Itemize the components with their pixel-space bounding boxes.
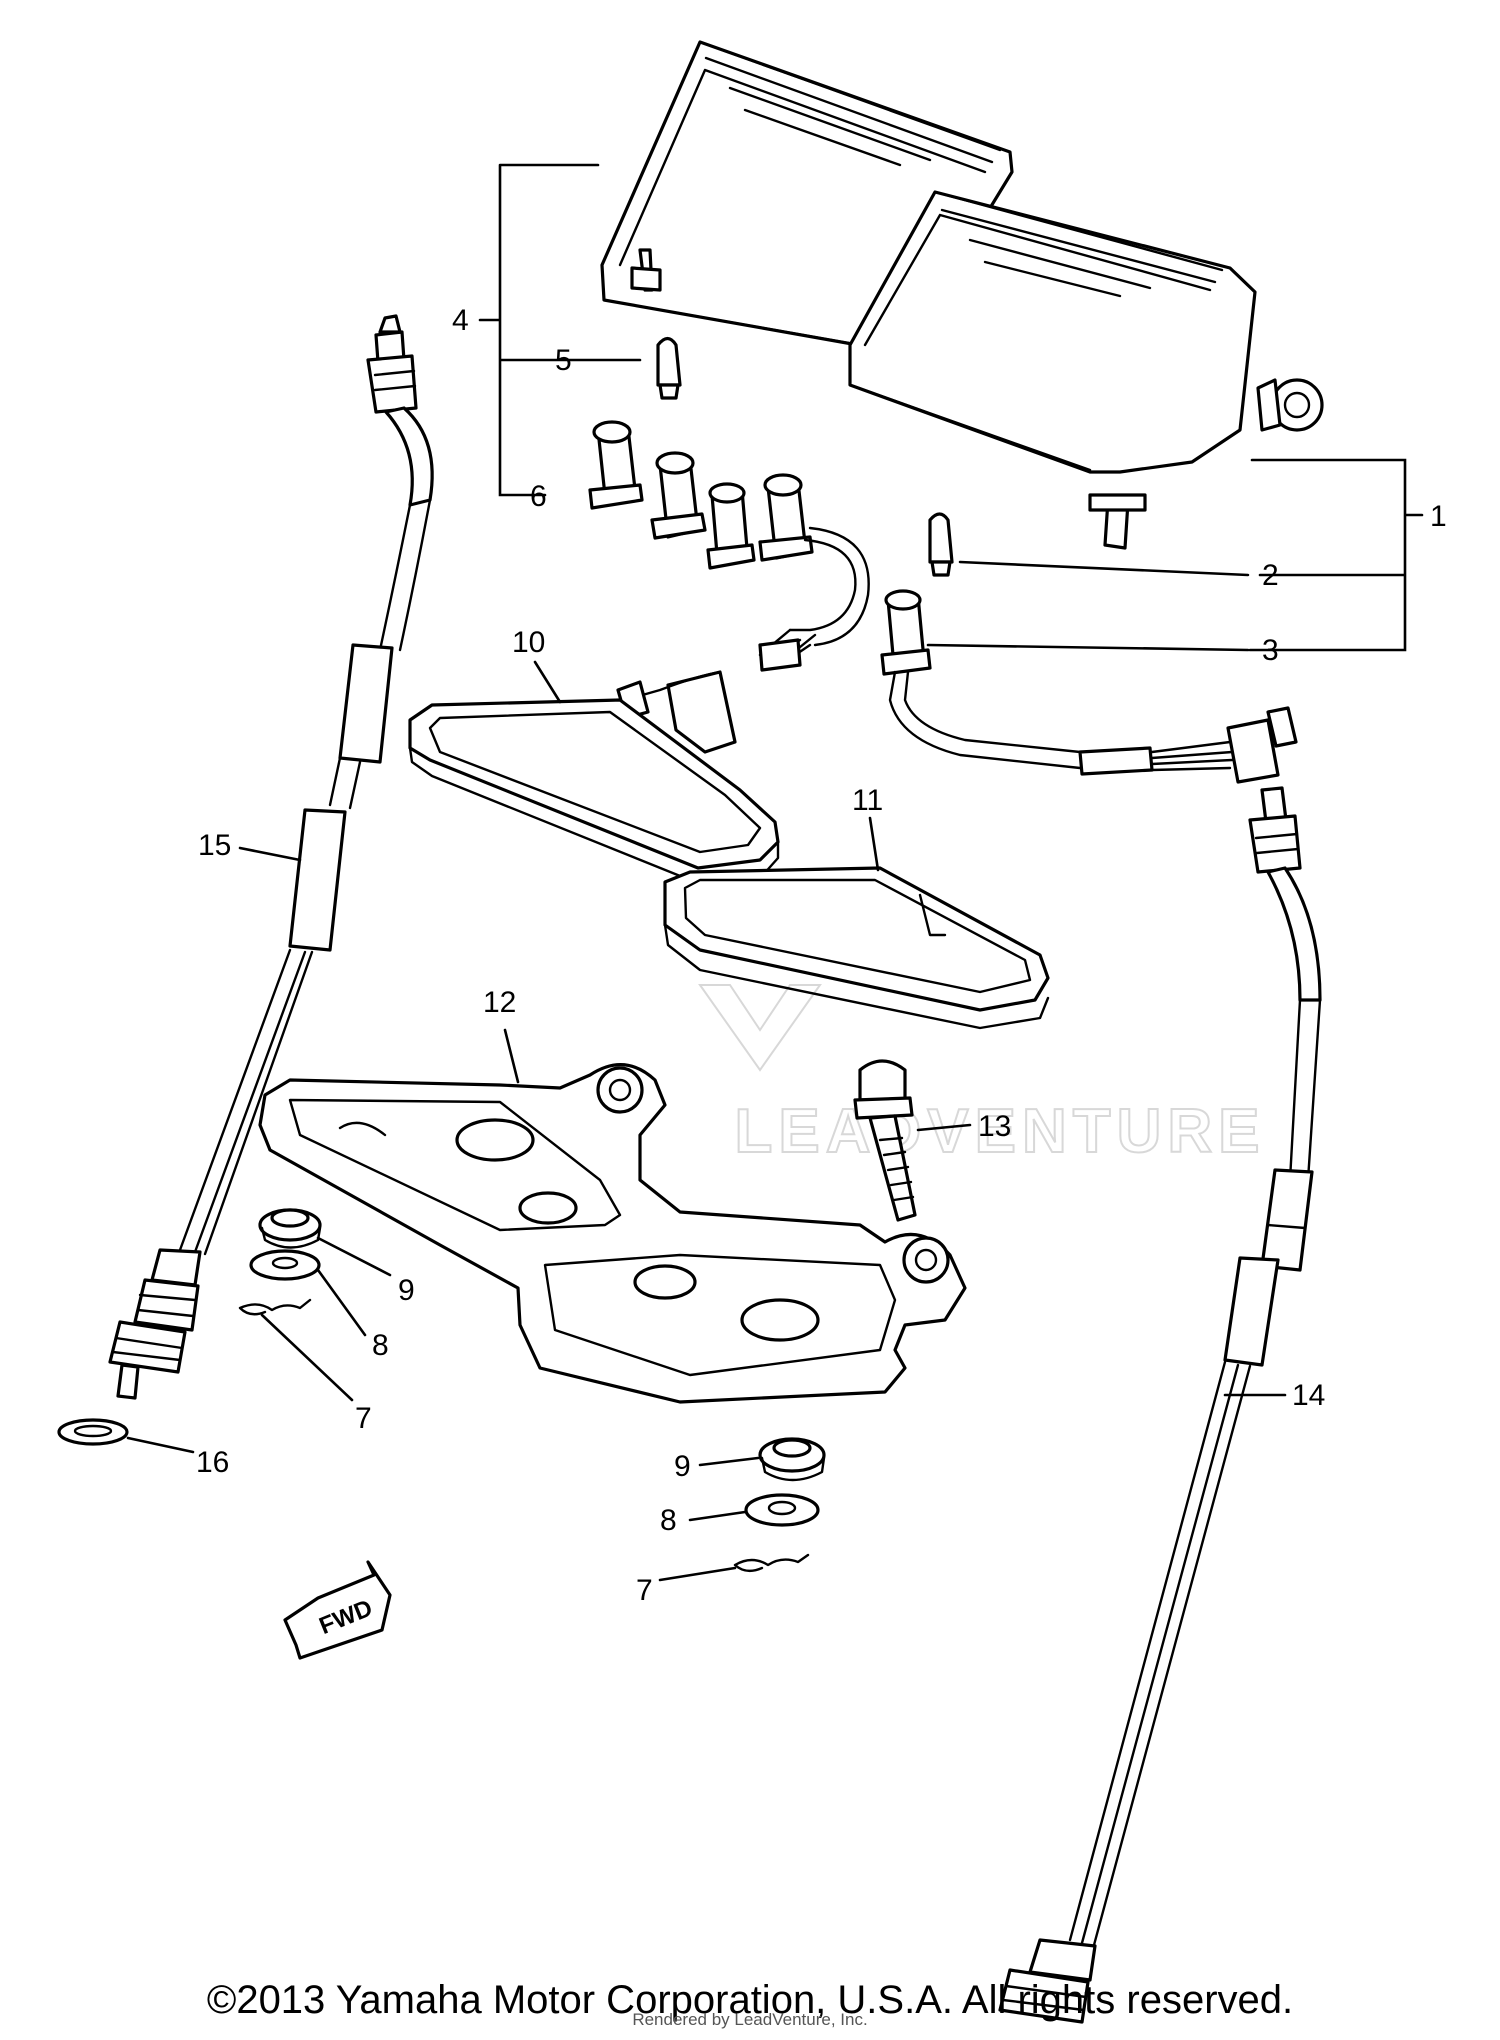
callout-8-left: 8 <box>372 1329 389 1362</box>
part-11-meter-gasket[interactable] <box>663 866 1050 1030</box>
callout-15: 15 <box>198 829 231 862</box>
callout-10: 10 <box>512 626 545 659</box>
part-6-bulb-sockets[interactable] <box>588 420 870 647</box>
callout-14: 14 <box>1292 1379 1325 1412</box>
part-8-collar-right[interactable] <box>744 1493 820 1527</box>
watermark-text: LEADVENTURE <box>734 1097 1265 1166</box>
callout-1: 1 <box>1430 500 1447 533</box>
callout-8-right: 8 <box>660 1504 677 1537</box>
part-9-grommet-left[interactable] <box>258 1208 322 1249</box>
part-16-o-ring[interactable] <box>57 1418 129 1446</box>
callout-3: 3 <box>1262 634 1279 667</box>
callout-12: 12 <box>483 986 516 1019</box>
part-7-clip-left[interactable] <box>238 1298 312 1316</box>
part-5-bulb[interactable] <box>656 336 682 400</box>
callout-6: 6 <box>530 480 547 513</box>
part-3-socket-harness[interactable] <box>880 589 1298 784</box>
callout-2: 2 <box>1262 559 1279 592</box>
callout-7-right: 7 <box>636 1574 653 1607</box>
callout-7-left: 7 <box>355 1402 372 1435</box>
fwd-direction-arrow: FWD <box>283 1560 392 1660</box>
callout-9-left: 9 <box>398 1274 415 1307</box>
callout-labels: 1 2 3 4 5 6 7 7 8 8 9 9 10 11 12 13 14 1… <box>196 304 1447 1607</box>
part-14-tachometer-cable[interactable] <box>998 786 1322 2024</box>
callout-5: 5 <box>555 344 572 377</box>
watermark: LEADVENTURE <box>698 984 1265 1167</box>
part-7-clip-right[interactable] <box>733 1553 810 1573</box>
part-15-speedometer-cable[interactable] <box>108 314 434 1400</box>
part-10-meter-gasket[interactable] <box>408 698 780 886</box>
callout-11: 11 <box>852 784 883 817</box>
callout-4: 4 <box>452 304 469 337</box>
leader-lines <box>126 163 1424 1582</box>
rendered-by-note: Rendered by LeadVenture, Inc. <box>632 2010 868 2029</box>
callout-13: 13 <box>978 1110 1011 1143</box>
part-1-right-meter[interactable] <box>848 190 1324 550</box>
part-9-grommet-right[interactable] <box>758 1437 826 1482</box>
copyright-notice: ©2013 Yamaha Motor Corporation, U.S.A. A… <box>206 1978 1294 2022</box>
part-13-bolt[interactable] <box>853 1059 917 1222</box>
part-2-bulb[interactable] <box>928 512 954 577</box>
part-8-collar-left[interactable] <box>249 1249 321 1281</box>
part-12-meter-bracket[interactable] <box>258 1063 967 1404</box>
callout-16: 16 <box>196 1446 229 1479</box>
callout-9-right: 9 <box>674 1450 691 1483</box>
